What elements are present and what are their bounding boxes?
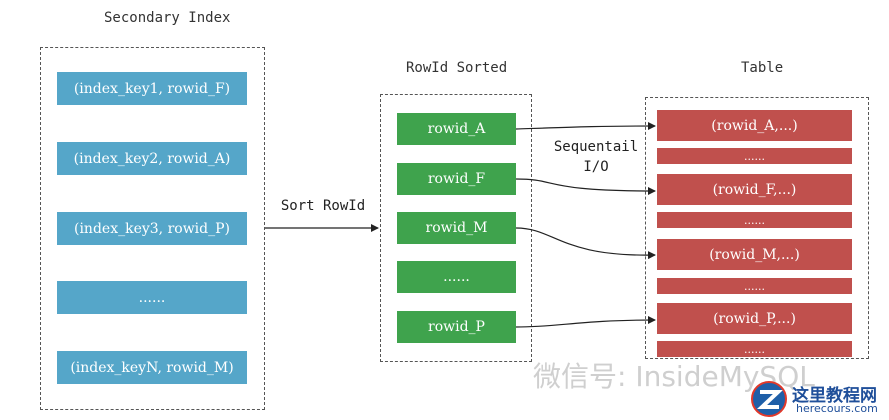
- rowid-sorted-entry: rowid_M: [397, 212, 516, 244]
- rowid-sorted-title: RowId Sorted: [406, 60, 508, 76]
- io-arrow-f: [515, 178, 656, 195]
- logo-icon: [751, 381, 787, 417]
- secondary-index-ellipsis: ......: [57, 281, 247, 314]
- site-logo: 这里教程网 herecours.com: [750, 380, 886, 418]
- io-arrow-m: [515, 227, 656, 260]
- secondary-index-entry: (index_key1, rowid_F): [57, 72, 247, 105]
- io-arrow-p: [515, 316, 656, 328]
- sequential-io-label-line2: I/O: [583, 159, 609, 175]
- table-title: Table: [741, 60, 784, 76]
- secondary-index-entry: (index_keyN, rowid_M): [57, 351, 247, 384]
- secondary-index-container: [40, 47, 265, 410]
- secondary-index-entry: (index_key2, rowid_A): [57, 142, 247, 175]
- secondary-index-title: Secondary Index: [104, 10, 231, 26]
- rowid-sorted-container: [380, 94, 532, 362]
- sequential-io-label-line1: Sequentail: [553, 139, 639, 155]
- table-row-ellipsis: ......: [657, 148, 852, 164]
- secondary-index-entry: (index_key3, rowid_P): [57, 212, 247, 245]
- table-row: (rowid_P,...): [657, 303, 852, 334]
- rowid-sorted-entry: rowid_F: [397, 163, 516, 195]
- rowid-sorted-entry: rowid_A: [397, 113, 516, 145]
- table-row: (rowid_F,...): [657, 174, 852, 205]
- rowid-sorted-entry: rowid_P: [397, 311, 516, 343]
- table-container: [645, 97, 869, 359]
- io-arrow-a: [515, 122, 656, 131]
- logo-url: herecours.com: [796, 402, 878, 415]
- table-row-ellipsis: ......: [657, 341, 852, 357]
- rowid-sorted-ellipsis: ......: [397, 261, 516, 293]
- table-row-ellipsis: ......: [657, 212, 852, 228]
- table-row: (rowid_A,...): [657, 110, 852, 141]
- table-row-ellipsis: ......: [657, 278, 852, 294]
- sequential-io-label: Sequentail I/O: [543, 137, 649, 177]
- table-row: (rowid_M,...): [657, 239, 852, 270]
- sort-rowid-label: Sort RowId: [280, 198, 366, 214]
- logo-title: 这里教程网: [792, 386, 877, 406]
